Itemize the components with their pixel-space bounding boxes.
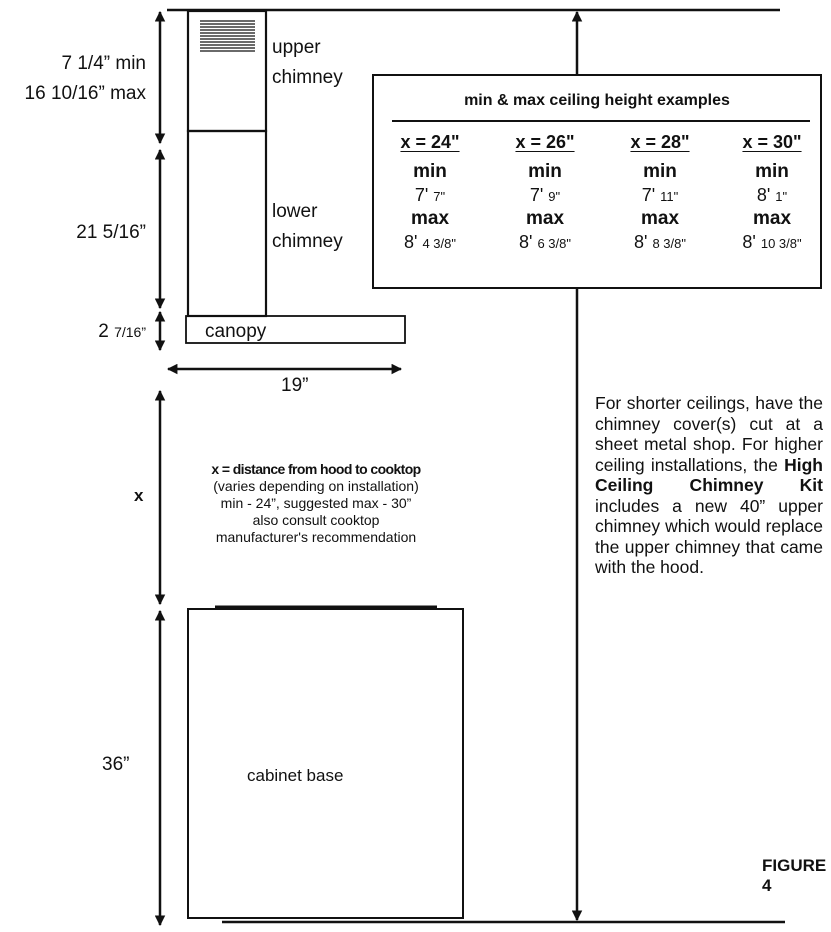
high-ceiling-kit-name: High Ceiling Chimney Kit (595, 454, 823, 496)
min-label: min (643, 161, 677, 182)
max-value: 8' 6 3/8" (519, 232, 571, 252)
x-description-line: manufacturer's recommendation (215, 529, 417, 545)
max-label: max (525, 208, 565, 229)
column-header: x = 30" (742, 132, 802, 152)
cabinet-base-box (187, 608, 464, 919)
upper-chimney-max-dim: 16 10/16” max (24, 83, 146, 104)
table-column: x = 28" min 7' 11" max 8' 8 3/8" (610, 132, 710, 253)
min-value: 7' 11" (641, 185, 679, 205)
upper-chimney-label: upper (272, 37, 321, 58)
ceiling-height-table: min & max ceiling height examples x = 24… (372, 74, 822, 289)
canopy-height-dim: 2 7/16” (98, 322, 146, 341)
column-header: x = 24" (400, 132, 460, 152)
column-header: x = 26" (515, 132, 575, 152)
lower-chimney-label-2: chimney (272, 231, 343, 252)
max-value: 8' 4 3/8" (404, 232, 456, 252)
min-value: 8' 1" (756, 185, 788, 205)
x-description: x = distance from hood to cooktop (varie… (170, 461, 462, 546)
min-label: min (755, 161, 789, 182)
cabinet-base-label: cabinet base (247, 766, 344, 785)
upper-chimney-label-2: chimney (272, 67, 343, 88)
x-dim-label: x (134, 486, 144, 505)
table-divider (392, 120, 810, 122)
canopy-width-dim: 19” (281, 375, 309, 396)
vent-grille-icon (200, 20, 255, 52)
table-column: x = 24" min 7' 7" max 8' 4 3/8" (380, 132, 480, 253)
lower-chimney-dim: 21 5/16” (76, 222, 146, 243)
table-column: x = 26" min 7' 9" max 8' 6 3/8" (495, 132, 595, 253)
column-header: x = 28" (630, 132, 690, 152)
max-label: max (640, 208, 680, 229)
table-title: min & max ceiling height examples (464, 92, 730, 109)
upper-chimney-min-dim: 7 1/4” min (61, 53, 146, 74)
canopy-box (185, 315, 406, 344)
min-value: 7' 9" (529, 185, 561, 205)
table-column: x = 30" min 8' 1" max 8' 10 3/8" (722, 132, 822, 253)
upper-chimney-box (186, 9, 268, 133)
min-label: min (528, 161, 562, 182)
min-value: 7' 7" (414, 185, 446, 205)
x-description-title: x = distance from hood to cooktop (211, 461, 421, 477)
max-label: max (752, 208, 792, 229)
max-label: max (410, 208, 450, 229)
x-description-line: min - 24”, suggested max - 30” (220, 495, 412, 511)
installation-note: For shorter ceilings, have the chimney c… (595, 393, 823, 577)
cabinet-height-dim: 36” (102, 754, 130, 775)
max-value: 8' 8 3/8" (634, 232, 686, 252)
x-description-line: also consult cooktop (252, 512, 380, 528)
min-label: min (413, 161, 447, 182)
max-value: 8' 10 3/8" (742, 232, 802, 252)
figure-label: FIGURE 4 (762, 856, 827, 895)
lower-chimney-box (186, 129, 268, 318)
canopy-label: canopy (205, 321, 267, 342)
lower-chimney-label: lower (272, 201, 318, 222)
canopy-height-frac: 7/16” (114, 324, 146, 340)
x-description-line: (varies depending on installation) (213, 478, 419, 494)
canopy-height-whole: 2 (98, 321, 109, 342)
